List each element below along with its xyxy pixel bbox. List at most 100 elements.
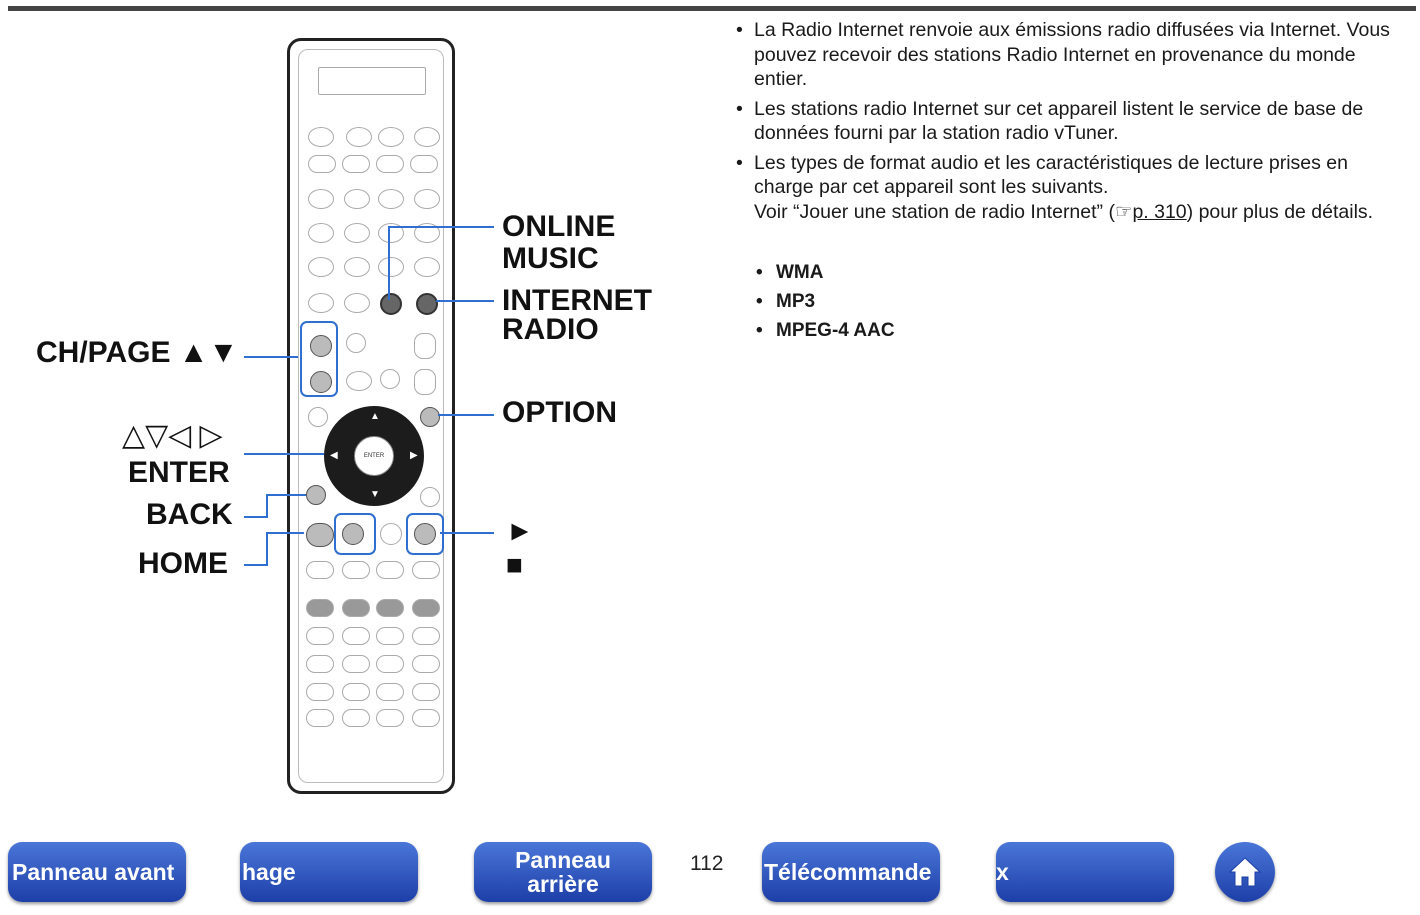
- callout-stop: ■: [506, 549, 523, 580]
- remote-enter-keypad-button: [412, 709, 440, 727]
- remote-number-button: [376, 709, 404, 727]
- leader-home-vertical: [266, 532, 268, 566]
- callout-online-music-2: MUSIC: [502, 242, 599, 275]
- remote-option-button: [420, 407, 440, 427]
- leader-online-music: [388, 226, 494, 228]
- leader-online-music-vertical: [388, 226, 390, 300]
- callout-arrows: △▽◁ ▷: [122, 419, 223, 452]
- leader-home: [244, 564, 266, 566]
- remote-button: [346, 127, 372, 147]
- leader-option: [438, 414, 494, 416]
- remote-volume-down-button: [414, 369, 436, 395]
- leader-back-vertical: [266, 494, 268, 518]
- remote-button: [414, 257, 440, 277]
- remote-internet-radio-button: [416, 293, 438, 315]
- nav-remote-control-button[interactable]: Télécommande: [762, 842, 940, 902]
- remote-setup-button: [420, 487, 440, 507]
- top-rule: [8, 6, 1416, 11]
- remote-button: [378, 127, 404, 147]
- callout-enter: ENTER: [128, 456, 230, 489]
- remote-button: [308, 223, 334, 243]
- nav-index-button[interactable]: x: [996, 842, 1174, 902]
- page-reference-link[interactable]: p. 310: [1132, 200, 1187, 223]
- leader-home-top: [266, 532, 304, 534]
- callout-internet-radio-2: RADIO: [502, 313, 599, 346]
- leader-back: [244, 516, 266, 518]
- remote-button: [378, 189, 404, 209]
- remote-button: [306, 627, 334, 645]
- remote-play-button: [414, 523, 436, 545]
- arrow-left-icon: ◀: [330, 450, 338, 461]
- remote-stop-button: [342, 523, 364, 545]
- remote-button: [376, 561, 404, 579]
- remote-button: [414, 189, 440, 209]
- remote-button: [308, 155, 336, 173]
- callout-home: HOME: [138, 547, 228, 580]
- remote-button: [308, 127, 334, 147]
- page-number: 112: [690, 852, 724, 875]
- remote-button: [344, 257, 370, 277]
- home-icon: [1228, 857, 1262, 887]
- remote-pause-button: [380, 523, 402, 545]
- remote-smart-select-3: [376, 599, 404, 617]
- remote-back-button: [306, 485, 326, 505]
- remote-power-button: [414, 127, 440, 147]
- remote-home-button: [306, 523, 334, 547]
- remote-button: [410, 155, 438, 173]
- arrow-up-icon: ▲: [370, 411, 380, 422]
- remote-enter-button: ENTER: [354, 436, 394, 476]
- bullet-item: Les types de format audio et les caracté…: [736, 151, 1406, 225]
- remote-mute-button: [380, 369, 400, 389]
- callout-option: OPTION: [502, 396, 618, 429]
- remote-ch-up-button: [310, 335, 332, 357]
- leader-back-top: [266, 494, 306, 496]
- callout-internet-radio-1: INTERNET: [502, 284, 652, 317]
- remote-button: [344, 189, 370, 209]
- callout-back: BACK: [146, 498, 233, 531]
- remote-button: [342, 155, 370, 173]
- remote-button: [344, 293, 370, 313]
- remote-button: [378, 223, 404, 243]
- format-item: MPEG-4 AAC: [756, 316, 895, 345]
- highlight-ch-page: [300, 321, 338, 397]
- home-button[interactable]: [1215, 842, 1275, 902]
- remote-button: [308, 293, 334, 313]
- highlight-stop: [334, 513, 376, 555]
- leader-ch-page: [244, 356, 298, 358]
- remote-button: [342, 561, 370, 579]
- remote-volume-up-button: [414, 333, 436, 359]
- nav-rear-panel-button[interactable]: Panneau arrière: [474, 842, 652, 902]
- format-item: MP3: [756, 287, 895, 316]
- remote-number-button: [376, 655, 404, 673]
- remote-button: [308, 257, 334, 277]
- nav-display-button[interactable]: hage: [240, 842, 418, 902]
- leader-arrows-enter: [244, 453, 324, 455]
- remote-smart-select-4: [412, 599, 440, 617]
- remote-button: [344, 223, 370, 243]
- remote-number-button: [412, 683, 440, 701]
- bullet-text: Les types de format audio et les caracté…: [754, 151, 1348, 199]
- remote-button: [376, 627, 404, 645]
- remote-button: [376, 155, 404, 173]
- reference-hand-icon: ☞: [1114, 200, 1133, 223]
- remote-button: [412, 561, 440, 579]
- remote-display-window: [318, 67, 426, 95]
- description-list: La Radio Internet renvoie aux émissions …: [736, 18, 1406, 229]
- nav-front-panel-button[interactable]: Panneau avant: [8, 842, 186, 902]
- remote-number-button: [376, 683, 404, 701]
- see-prefix: Voir “Jouer une station de radio Interne…: [754, 200, 1115, 223]
- leader-internet-radio: [436, 300, 494, 302]
- remote-button: [414, 223, 440, 243]
- remote-number-button: [306, 683, 334, 701]
- remote-number-button: [342, 683, 370, 701]
- callout-play: ►: [506, 515, 534, 546]
- format-list: WMA MP3 MPEG-4 AAC: [756, 258, 895, 345]
- remote-smart-select-1: [306, 599, 334, 617]
- remote-button: [308, 189, 334, 209]
- remote-inner-outline: [298, 49, 444, 783]
- arrow-right-icon: ▶: [410, 450, 418, 461]
- remote-button: [346, 333, 366, 353]
- remote-ch-down-button: [310, 371, 332, 393]
- remote-button: [342, 627, 370, 645]
- leader-play-stop: [440, 532, 494, 534]
